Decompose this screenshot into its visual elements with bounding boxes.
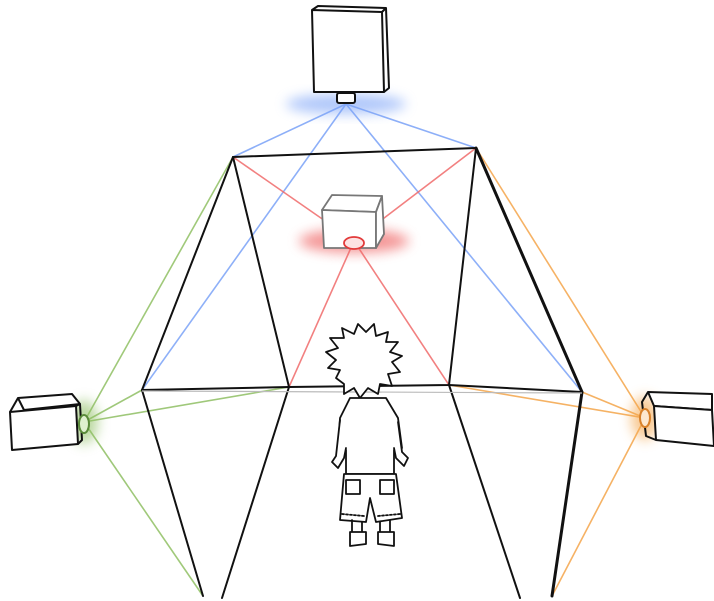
cave-room-outline [141,146,584,599]
left-wall [141,156,234,597]
right-projector-icon [639,391,714,447]
right-projector-beams [448,147,646,597]
person-figure [325,323,409,547]
person-right-arm [393,421,409,467]
person-shorts [339,473,403,523]
person-left-shoe [349,531,367,547]
person-left-arm [331,419,347,469]
person-hair [325,323,403,399]
floor-left-edge [221,386,290,599]
back-projector-icon [321,194,385,250]
floor-right-edge [448,384,521,599]
person-shirt [337,397,403,475]
person-right-shoe [377,531,395,547]
left-projector-icon [9,393,90,451]
left-projector-beams [83,156,290,597]
top-projector-icon [311,5,390,104]
